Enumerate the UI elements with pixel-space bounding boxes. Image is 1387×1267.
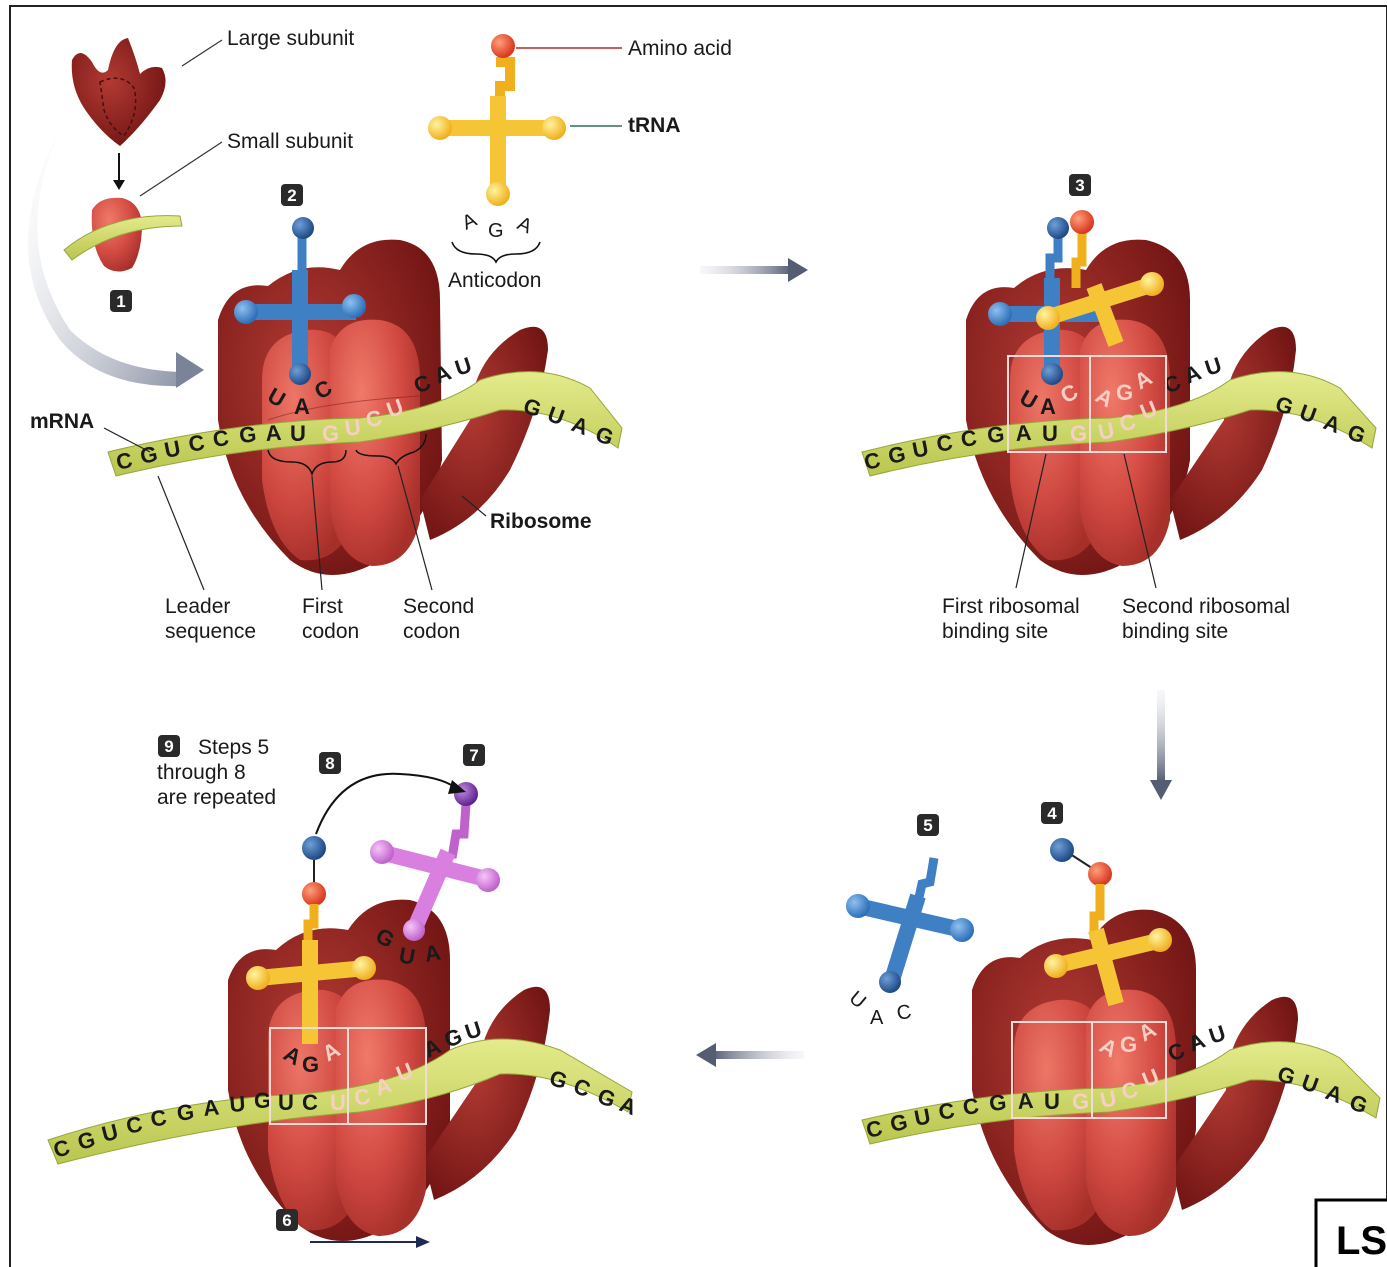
leader-sequence-label-1: Leader <box>165 595 230 618</box>
svg-text:A: A <box>1017 1088 1035 1114</box>
leader-sequence-label-2: sequence <box>165 620 256 643</box>
corner-tag: LS <box>1316 1200 1387 1267</box>
svg-text:U: U <box>229 1091 247 1117</box>
panel-initiation: Large subunit Small subunit 1 Amino acid… <box>28 27 732 643</box>
svg-text:U: U <box>1202 352 1225 381</box>
panel-peptide-bond: C G U C C G A U G U C U C A U G U A G <box>845 802 1380 1245</box>
svg-text:U: U <box>1206 1020 1229 1049</box>
svg-text:G: G <box>1120 1032 1137 1057</box>
trna-diagram <box>428 34 622 206</box>
svg-text:G: G <box>238 421 258 448</box>
panel-second-trna: C G U C C G A U G U C U C A U G U A G <box>862 174 1376 643</box>
svg-text:A: A <box>1040 394 1056 419</box>
svg-text:G: G <box>988 1089 1008 1116</box>
arrow-to-step-3 <box>700 258 808 282</box>
first-codon-label-1: First <box>302 595 343 618</box>
step-9-text-2: through 8 <box>157 761 246 784</box>
amino-acid-label: Amino acid <box>628 37 732 60</box>
panel3-released-anticodon: U A C <box>845 987 913 1029</box>
trna-label: tRNA <box>628 114 681 137</box>
large-subunit-label: Large subunit <box>227 27 354 50</box>
svg-text:C: C <box>302 1090 318 1115</box>
arrow-to-step-6 <box>696 1043 804 1067</box>
svg-text:A: A <box>459 209 481 235</box>
svg-text:U: U <box>845 987 870 1013</box>
svg-text:U: U <box>1044 1089 1060 1114</box>
step-9-text-3: are repeated <box>157 786 276 809</box>
assembly-arrowhead <box>176 352 204 388</box>
svg-text:U: U <box>1042 421 1058 446</box>
first-binding-site-label-1: First ribosomal <box>942 595 1080 618</box>
first-codon-label-2: codon <box>302 620 359 643</box>
panel4-mrna-inner: U C U <box>278 1090 346 1115</box>
first-binding-site-label-2: binding site <box>942 620 1048 643</box>
peptide-transfer-arrow <box>316 774 456 834</box>
svg-text:G: G <box>302 1052 319 1077</box>
svg-text:U: U <box>452 352 475 381</box>
anticodon-label: Anticodon <box>448 269 541 292</box>
large-subunit-icon <box>72 38 166 146</box>
svg-text:U: U <box>290 421 306 446</box>
svg-text:A: A <box>202 1094 221 1121</box>
svg-text:A: A <box>1015 420 1033 446</box>
svg-text:G: G <box>254 1088 271 1113</box>
svg-text:G: G <box>175 1099 195 1126</box>
step-6-number: 6 <box>282 1211 291 1230</box>
step-9-text-1: Steps 5 <box>198 736 269 759</box>
svg-text:A: A <box>870 1007 884 1029</box>
svg-text:C: C <box>895 1001 913 1025</box>
svg-text:G: G <box>1116 380 1133 405</box>
step-3-number: 3 <box>1075 176 1084 195</box>
arrow-to-step-4 <box>1150 690 1172 800</box>
step-7-number: 7 <box>469 746 478 765</box>
svg-text:A: A <box>294 394 310 419</box>
anticodon-bases: A G A <box>459 209 536 242</box>
second-codon-label-2: codon <box>403 620 460 643</box>
ribosome-label: Ribosome <box>490 510 592 533</box>
small-subunit-label: Small subunit <box>227 130 353 153</box>
trna-blue-released <box>846 858 974 993</box>
svg-text:G: G <box>322 421 339 446</box>
mrna-label: mRNA <box>30 410 94 433</box>
second-codon-label-1: Second <box>403 595 474 618</box>
step-8-number: 8 <box>325 754 334 773</box>
svg-text:G: G <box>1070 421 1087 446</box>
svg-text:G: G <box>986 421 1006 448</box>
second-binding-site-label-1: Second ribosomal <box>1122 595 1290 618</box>
step-2-number: 2 <box>287 186 296 205</box>
step-9-number: 9 <box>164 737 173 756</box>
anticodon-brace <box>452 242 540 262</box>
amino-acid-ball <box>491 34 515 58</box>
svg-text:G: G <box>488 220 504 242</box>
svg-text:U: U <box>330 1090 346 1115</box>
svg-text:C: C <box>149 1105 169 1132</box>
svg-text:A: A <box>514 213 536 239</box>
step-1-number: 1 <box>116 292 125 311</box>
svg-text:U: U <box>278 1090 294 1115</box>
svg-text:U: U <box>462 1016 485 1045</box>
corner-tag-text: LS <box>1336 1219 1387 1263</box>
svg-text:A: A <box>265 420 283 446</box>
panel-translocation: C G U C C G A U G U C U C A U A G U G C … <box>48 735 640 1248</box>
second-binding-site-label-2: binding site <box>1122 620 1228 643</box>
svg-text:G: G <box>1072 1089 1089 1114</box>
step-5-number: 5 <box>923 816 932 835</box>
step-4-number: 4 <box>1047 804 1057 823</box>
